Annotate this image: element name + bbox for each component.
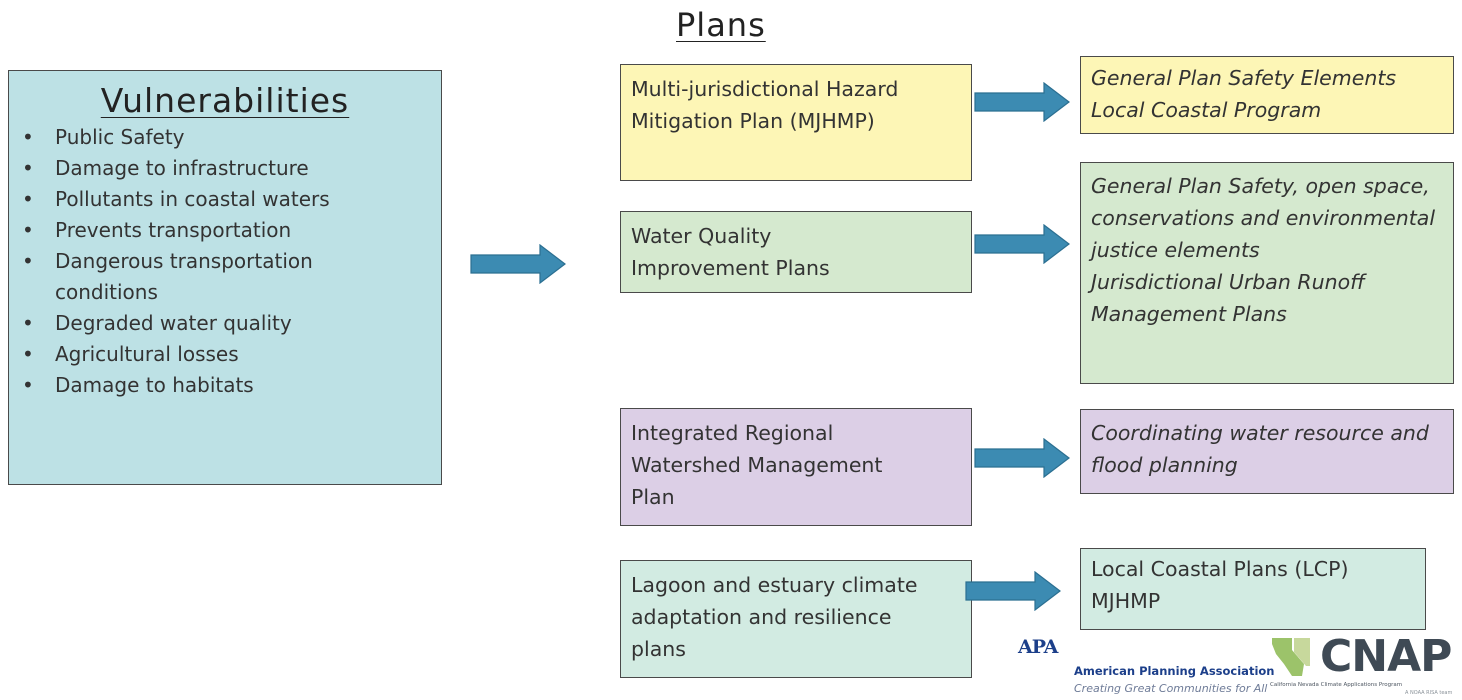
outcome-text: Coordinating water resource and flood pl… [1091, 421, 1429, 477]
plan-box-lagoon: Lagoon and estuary climate adaptation an… [620, 560, 972, 678]
outcome-box-water-quality: General Plan Safety, open space, conserv… [1080, 162, 1454, 384]
plan-name: Lagoon and estuary climate adaptation an… [631, 573, 918, 661]
vulnerability-item: Pollutants in coastal waters [9, 184, 441, 215]
outcome-text: General Plan Safety, open space, conserv… [1091, 174, 1436, 326]
vulnerability-item: Agricultural losses [9, 339, 441, 370]
apa-logo: APA American Planning Association Creati… [1018, 636, 1274, 698]
california-nevada-map-icon [1272, 638, 1310, 676]
vulnerabilities-panel: Vulnerabilities Public Safety Damage to … [8, 70, 442, 485]
plan-name: Integrated Regional Watershed Management… [631, 421, 883, 509]
vulnerability-item: Prevents transportation [9, 215, 441, 246]
vulnerability-item: Public Safety [9, 122, 441, 153]
vulnerability-item: Damage to habitats [9, 370, 441, 401]
vulnerability-item: Degraded water quality [9, 308, 441, 339]
outcome-text: General Plan Safety Elements Local Coast… [1091, 66, 1397, 122]
vulnerability-item: Dangerous transportation conditions [9, 246, 355, 308]
apa-tagline: Creating Great Communities for All [1074, 682, 1268, 695]
cnap-subtitle: California Nevada Climate Applications P… [1270, 682, 1403, 688]
plan-box-watershed: Integrated Regional Watershed Management… [620, 408, 972, 526]
cnap-wordmark: CNAP [1320, 631, 1452, 682]
cnap-tag: A NOAA RISA team [1405, 690, 1453, 696]
outcome-box-lagoon: Local Coastal Plans (LCP) MJHMP [1080, 548, 1426, 630]
outcome-box-watershed: Coordinating water resource and flood pl… [1080, 409, 1454, 494]
plan-box-water-quality: Water Quality Improvement Plans [620, 211, 972, 293]
plan-name: Water Quality Improvement Plans [631, 224, 830, 280]
plan-name: Multi-jurisdictional Hazard Mitigation P… [631, 77, 899, 133]
plan-to-outcome-arrow [974, 224, 1070, 264]
outcome-box-mjhmp: General Plan Safety Elements Local Coast… [1080, 56, 1454, 134]
vulnerabilities-list: Public Safety Damage to infrastructure P… [9, 122, 441, 401]
plan-to-outcome-arrow [965, 571, 1061, 611]
vulnerabilities-to-plans-arrow [470, 244, 566, 284]
plan-to-outcome-arrow [974, 438, 1070, 478]
plan-box-mjhmp: Multi-jurisdictional Hazard Mitigation P… [620, 64, 972, 181]
outcome-text: Local Coastal Plans (LCP) MJHMP [1091, 557, 1349, 613]
apa-name: American Planning Association [1074, 664, 1275, 678]
plan-to-outcome-arrow [974, 82, 1070, 122]
apa-mark: APA [1018, 636, 1058, 658]
vulnerability-item: Damage to infrastructure [9, 153, 441, 184]
vulnerabilities-title: Vulnerabilities [100, 81, 350, 120]
cnap-logo: CNAP California Nevada Climate Applicati… [1270, 632, 1462, 700]
plans-heading: Plans [676, 6, 766, 44]
